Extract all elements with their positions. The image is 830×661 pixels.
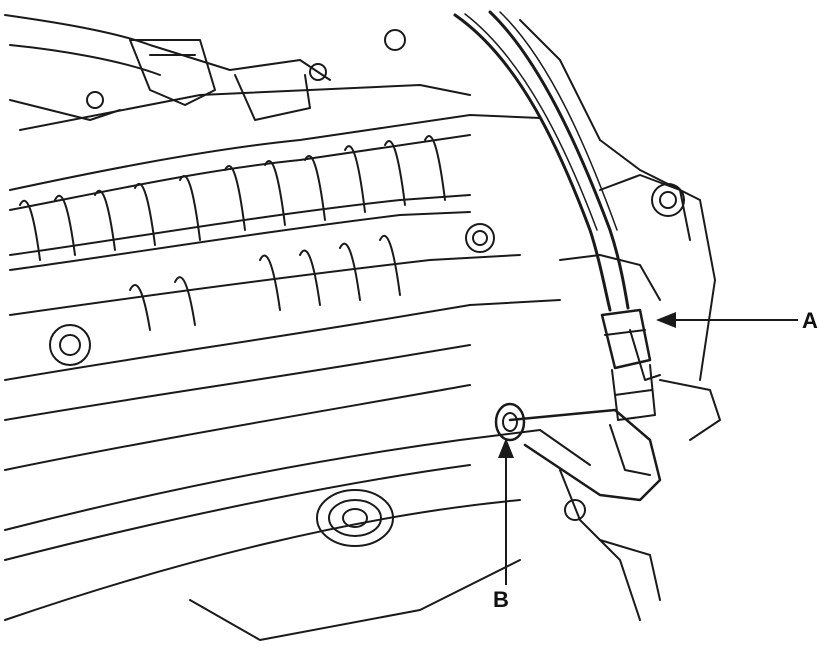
connector-a: [600, 308, 661, 421]
bolt-bottom: [316, 489, 394, 547]
callout-label-a: A: [802, 308, 818, 333]
bolt-mid: [465, 223, 495, 253]
callout-label-b: B: [493, 587, 509, 612]
engine-outline: [4, 10, 721, 641]
bolt-left: [49, 324, 91, 366]
